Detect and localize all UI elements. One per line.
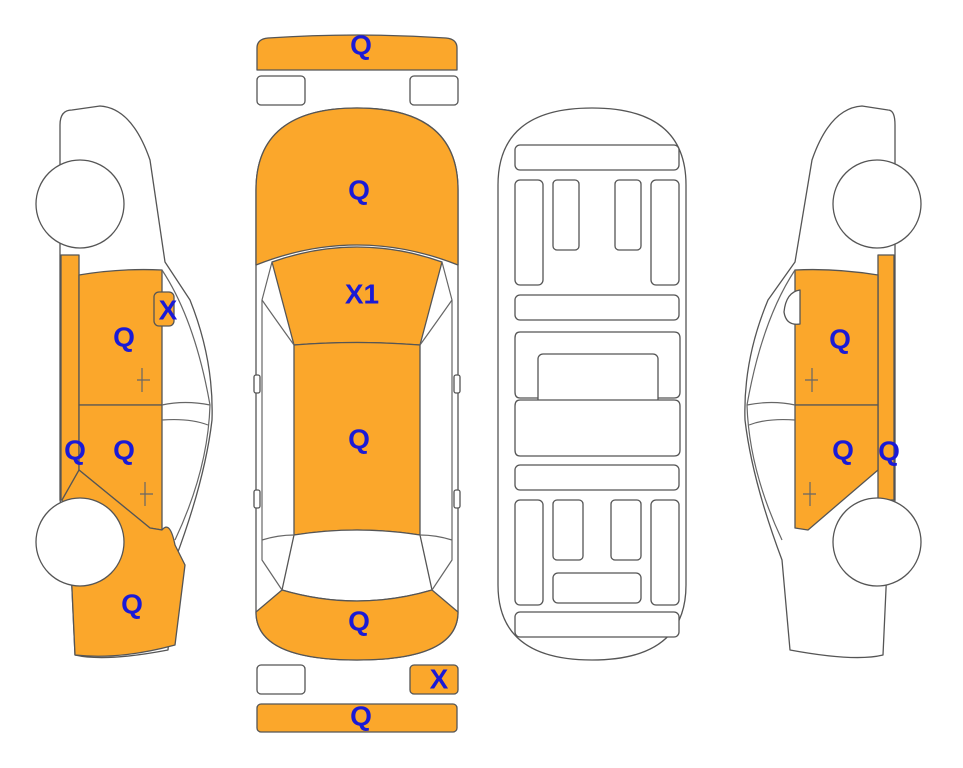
underside-rear-left-rail: [514, 499, 544, 606]
left-window-lower: [161, 418, 209, 426]
left-pillar-mark: Q: [64, 434, 86, 465]
rear-window-outline: [281, 529, 433, 602]
front-right-light-panel[interactable]: [409, 75, 459, 106]
right-c-pillar-line: [419, 534, 453, 541]
left-side-view: X Q Q Q Q: [35, 105, 213, 659]
rear-bumper-panel[interactable]: [256, 703, 458, 733]
left-front-door-mark: Q: [113, 321, 135, 352]
right-side-window-line: [431, 261, 453, 591]
left-window-divider: [161, 401, 211, 406]
left-rear-handle-outline: [253, 489, 261, 509]
left-rear-door-mark: Q: [113, 434, 135, 465]
rear-left-light-panel[interactable]: [256, 664, 306, 695]
underside-mid-rear-bar: [514, 464, 680, 491]
right-front-wheel: [832, 159, 922, 249]
rear-right-light-mark: X: [430, 663, 449, 694]
right-mirror-outline: [453, 374, 461, 394]
underside-rear-left-inner: [552, 499, 584, 561]
right-front-handle: [805, 368, 818, 392]
left-front-door-panel[interactable]: [78, 268, 163, 406]
left-rear-handle: [140, 482, 153, 506]
windshield-mark: X1: [345, 278, 379, 309]
right-rear-wheel: [832, 497, 922, 587]
right-front-door-mark: Q: [829, 323, 851, 354]
left-rear-wheel: [35, 497, 125, 587]
trunk-panel[interactable]: [255, 589, 459, 661]
underside-rear-crossmember-inner: [552, 572, 642, 604]
left-rear-quarter-mark: Q: [121, 588, 143, 619]
right-rear-door-panel[interactable]: [794, 404, 879, 531]
underside-view: [497, 107, 687, 661]
hood-panel[interactable]: [255, 107, 459, 266]
roof-mark: Q: [348, 423, 370, 454]
left-c-pillar-line: [261, 534, 295, 541]
underside-rear-crossmember: [514, 611, 680, 638]
left-front-handle: [137, 368, 150, 392]
trunk-mark: Q: [348, 605, 370, 636]
right-rear-handle-outline: [453, 489, 461, 509]
underside-front-left-rail: [514, 179, 544, 286]
underside-rear-right-rail: [650, 499, 680, 606]
underside-front-right-inner: [614, 179, 642, 251]
right-window-lower: [748, 418, 796, 426]
left-mirror-panel[interactable]: [153, 291, 175, 327]
right-rear-door-mark: Q: [832, 434, 854, 465]
top-view: Q Q X1 Q Q X Q: [253, 29, 461, 733]
right-mirror-outline: [783, 289, 801, 325]
underside-rear-right-inner: [610, 499, 642, 561]
right-side-view: Q Q Q: [744, 105, 922, 659]
left-a-pillar-line: [261, 299, 295, 346]
underside-front-left-inner: [552, 179, 580, 251]
front-bumper-mark: Q: [350, 29, 372, 60]
rear-right-light-panel[interactable]: [409, 664, 459, 695]
underside-front-crossmember: [514, 144, 680, 171]
rear-bumper-mark: Q: [350, 700, 372, 731]
underside-mid-front-bar: [514, 294, 680, 321]
right-a-pillar-line: [419, 299, 453, 346]
underside-front-right-rail: [650, 179, 680, 286]
right-window-divider: [746, 401, 796, 406]
left-mirror-mark: X: [159, 294, 178, 325]
front-bumper-panel[interactable]: [256, 34, 458, 71]
right-rear-handle: [803, 482, 816, 506]
left-front-wheel: [35, 159, 125, 249]
underside-center-lower: [514, 399, 681, 457]
right-pillar-mark: Q: [878, 435, 900, 466]
left-mirror-outline: [253, 374, 261, 394]
right-front-door-panel[interactable]: [794, 268, 879, 406]
hood-mark: Q: [348, 174, 370, 205]
front-left-light-panel[interactable]: [256, 75, 306, 106]
left-side-window-line: [261, 261, 283, 591]
